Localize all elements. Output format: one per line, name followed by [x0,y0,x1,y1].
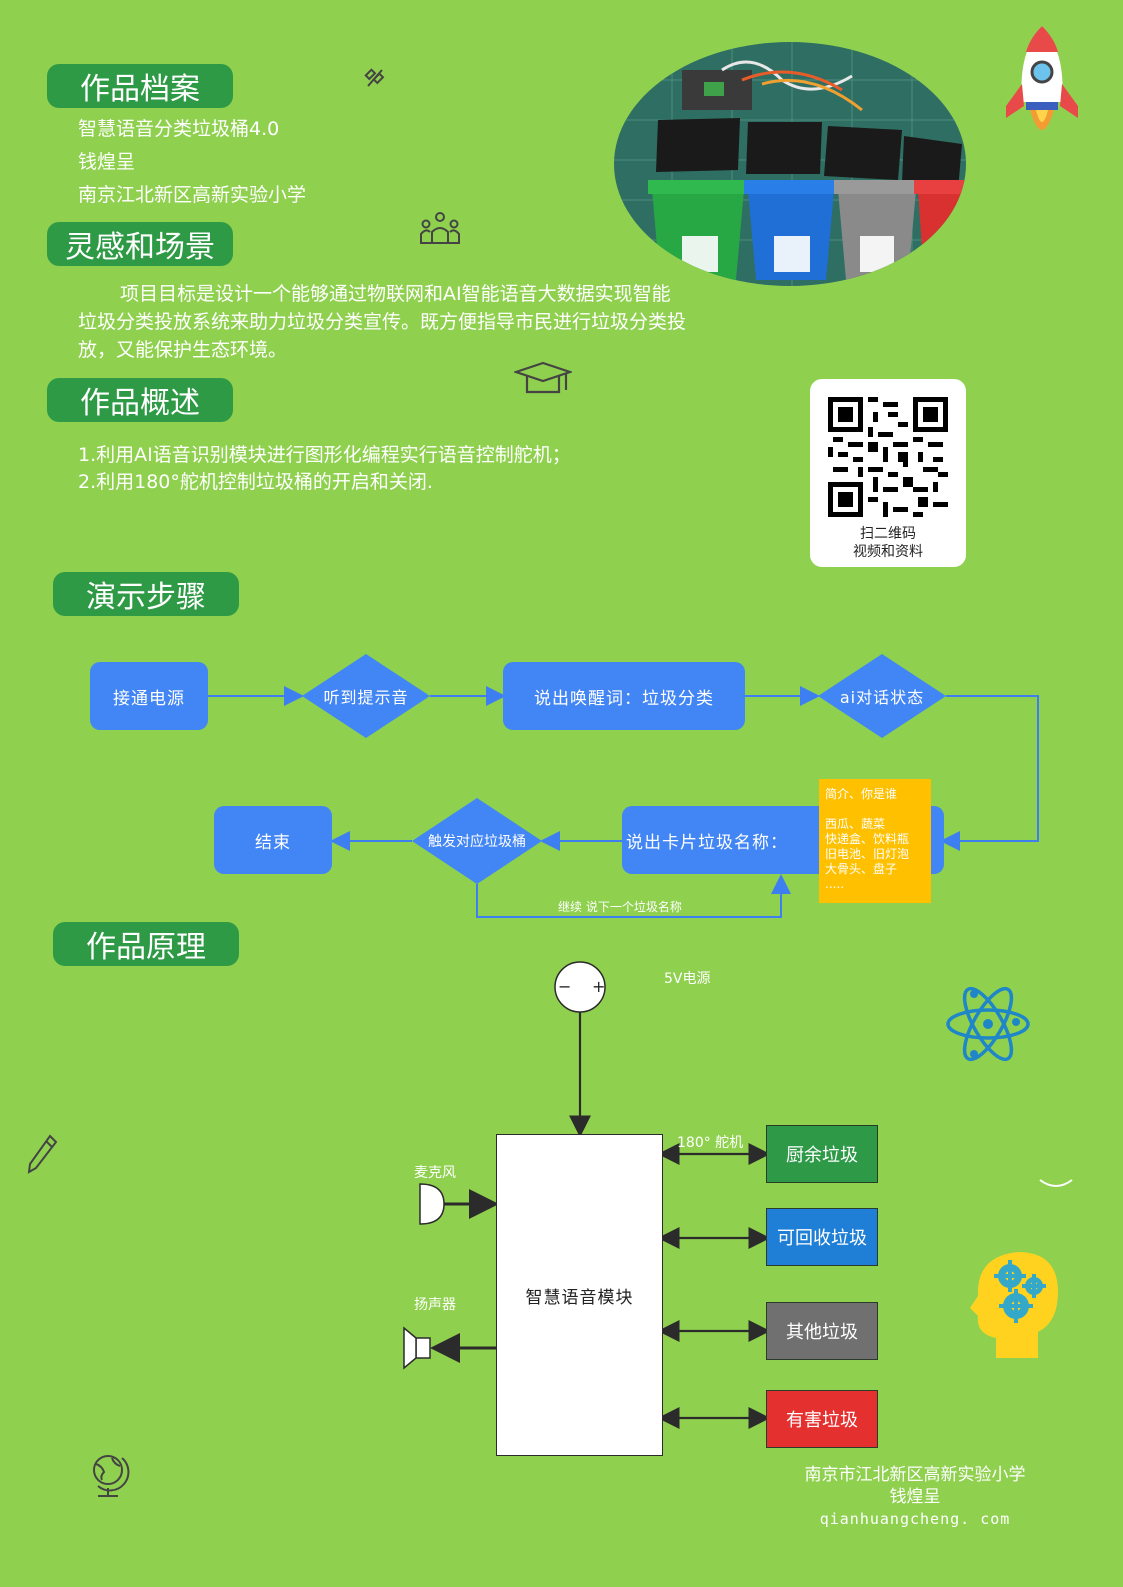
speaker-icon [403,1326,431,1370]
satellite-icon [364,68,385,87]
voice-module-box: 智慧语音模块 [496,1134,663,1456]
flow-step-ai: ai对话状态 [839,688,925,707]
qr-card: 扫二维码 视频和资料 [810,379,966,567]
flow-note-line: 旧电池、旧灯泡 [825,847,910,861]
author-name: 钱煌呈 [78,151,136,173]
globe-icon [93,1455,130,1497]
power-plus-sign: + [592,977,606,996]
speaker-label: 扬声器 [414,1297,456,1313]
flow-step-card-label: 说出卡片垃圾名称： [626,832,788,853]
flow-diamond-trigger [412,798,542,884]
flow-note-line [825,802,925,817]
atom-icon [946,986,1030,1062]
power-label: 5V电源 [664,971,711,987]
qr-caption-line-1: 扫二维码 [860,526,916,542]
microphone-label: 麦克风 [414,1165,456,1181]
rocket-icon [1006,26,1078,130]
principle-connectors [403,961,771,1429]
project-title: 智慧语音分类垃圾桶4.0 [78,118,280,140]
flow-loop-label: 继续 说下一个垃圾名称 [558,900,682,914]
power-source-icon [554,961,606,1013]
flow-note-line: 西瓜、蔬菜 [825,817,886,831]
bin-other: 其他垃圾 [766,1302,878,1360]
flow-note-line: 快递盒、饮料瓶 [825,832,910,846]
footer-author: 钱煌呈 [889,1487,941,1507]
qr-code-image[interactable] [828,397,948,517]
flow-note-line: ..... [825,877,845,891]
footer-site: qianhuangcheng. com [819,1510,1011,1528]
arc-icon [1039,1179,1073,1187]
footer-school: 南京市江北新区高新实验小学 [804,1465,1026,1485]
flow-note: 简介、你是谁 西瓜、蔬菜 快递盒、饮料瓶 旧电池、旧灯泡 大骨头、盘子 ....… [819,779,931,903]
inspiration-text: 项目目标是设计一个能够通过物联网和AI智能语音大数据实现智能垃圾分类投放系统来助… [78,283,687,361]
flow-note-line: 大骨头、盘子 [825,862,898,876]
power-minus-sign: − [558,977,572,996]
flow-step-power: 接通电源 [90,662,208,730]
section-title-principle: 作品原理 [53,922,239,966]
graduation-cap-icon [514,361,572,394]
voice-module-label: 智慧语音模块 [525,1287,634,1308]
flow-step-hear: 听到提示音 [323,688,409,707]
flow-step-end: 结束 [214,806,332,874]
brain-gears-icon [970,1252,1058,1358]
bin-hazardous: 有害垃圾 [766,1390,878,1448]
flow-step-wake: 说出唤醒词：垃圾分类 [503,662,745,730]
team-meeting-icon [420,212,460,244]
section-title-profile: 作品档案 [47,64,233,108]
overview-line-2: 2.利用180°舵机控制垃圾桶的开启和关闭. [78,471,433,493]
section-title-steps: 演示步骤 [53,572,239,616]
pencil-icon [27,1134,58,1174]
flowchart-connectors [208,654,1039,918]
flow-diamond-hear [302,654,430,738]
product-photo [614,42,966,286]
servo-label: 180° 舵机 [677,1135,744,1151]
qr-caption-line-2: 视频和资料 [853,544,923,560]
school-name: 南京江北新区高新实验小学 [78,184,307,206]
flow-step-trigger: 触发对应垃圾桶 [428,834,526,850]
flow-diamond-ai [818,654,946,738]
section-title-overview: 作品概述 [47,378,233,422]
footer: 南京市江北新区高新实验小学 钱煌呈 qianhuangcheng. com [760,1464,1070,1530]
section-title-inspiration: 灵感和场景 [47,222,233,266]
overview-line-1: 1.利用AI语音识别模块进行图形化编程实行语音控制舵机； [78,444,571,466]
microphone-icon [419,1183,445,1225]
bin-kitchen: 厨余垃圾 [766,1125,878,1183]
bin-recyclable: 可回收垃圾 [766,1208,878,1266]
flow-note-line: 简介、你是谁 [825,787,898,801]
